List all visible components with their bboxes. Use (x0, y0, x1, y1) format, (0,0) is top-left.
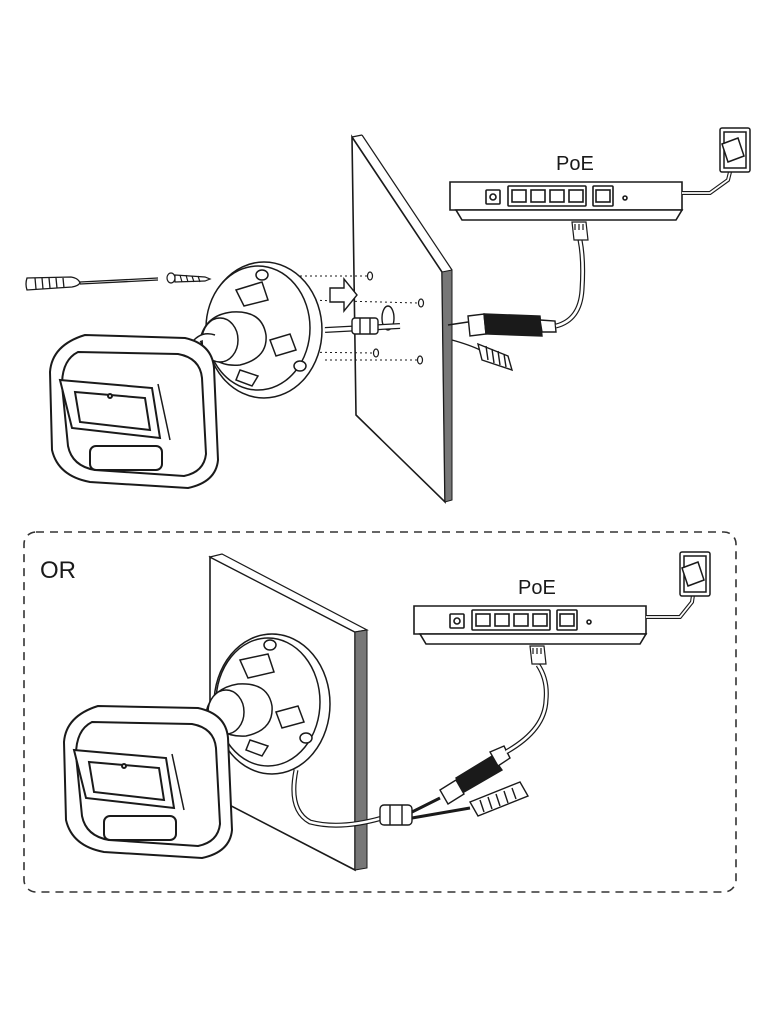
ethernet-cable (555, 239, 586, 329)
camera-cable (292, 769, 383, 827)
ethernet-cable (505, 664, 548, 754)
poe-label: PoE (518, 577, 556, 599)
camera-icon (62, 704, 234, 860)
poe-switch (449, 181, 684, 221)
alignment-guides (294, 275, 419, 361)
screw-icon (166, 272, 212, 284)
alternative-option-frame (23, 531, 737, 893)
rj45-plug-icon (571, 221, 589, 241)
mount-arm (189, 311, 267, 367)
ethernet-connector (439, 745, 511, 805)
or-label: OR (40, 557, 76, 584)
camera-icon (48, 333, 220, 490)
insert-arrow-icon (329, 277, 358, 313)
power-plug-icon (719, 127, 751, 173)
screwdriver-icon (25, 276, 159, 291)
dc-plug (468, 781, 530, 817)
ferrite-core (379, 804, 413, 826)
power-plug-icon (679, 551, 711, 597)
poe-switch (413, 605, 648, 645)
rj45-plug-icon (529, 645, 547, 665)
top-installation-scene: PoE (25, 127, 751, 504)
cable-through-wall (324, 317, 401, 335)
bottom-installation-scene: PoE (62, 551, 711, 872)
ethernet-connector (447, 313, 557, 372)
poe-label: PoE (556, 153, 594, 175)
